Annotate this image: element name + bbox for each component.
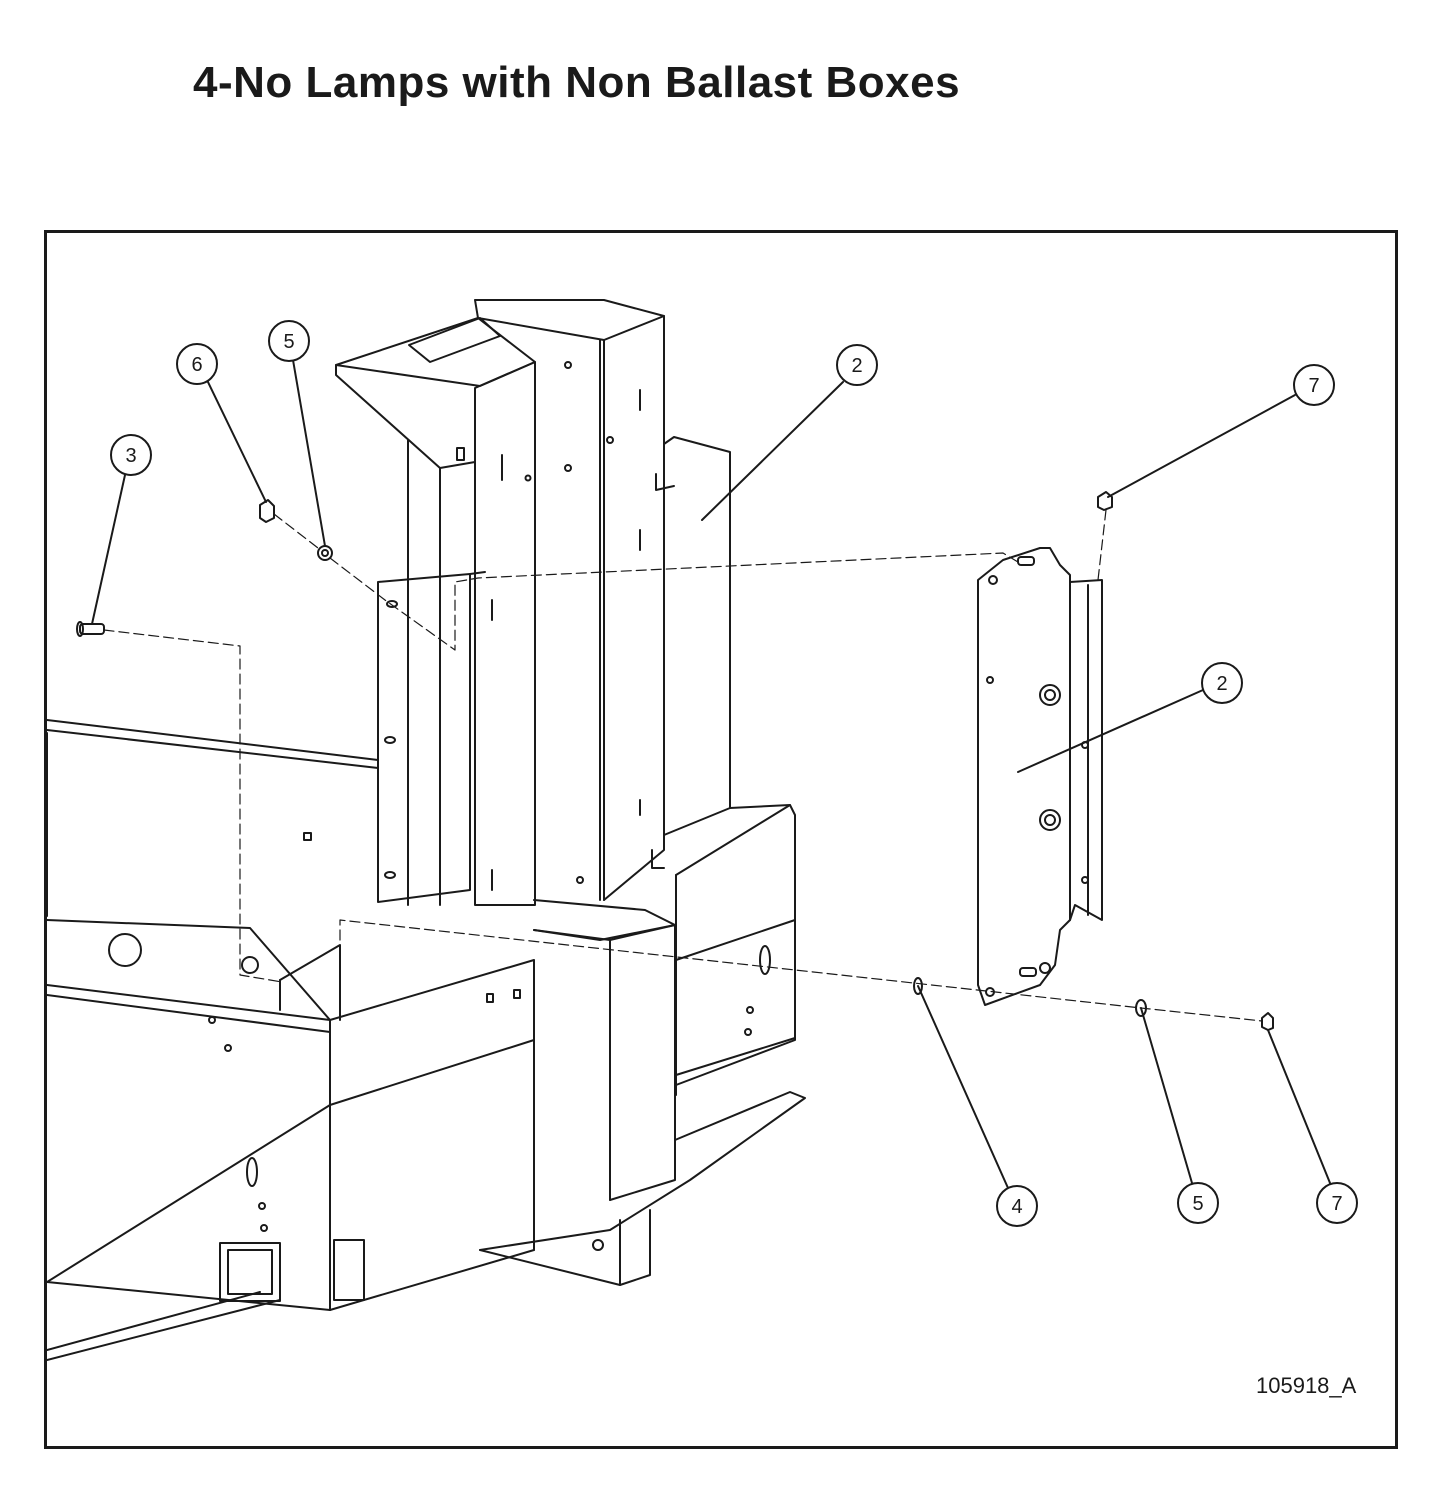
callout-2-top: 2 — [836, 344, 878, 386]
callout-label: 5 — [283, 331, 294, 353]
page-title: 4-No Lamps with Non Ballast Boxes — [193, 58, 961, 107]
callout-label: 3 — [125, 445, 136, 467]
leader-lines — [91, 359, 1331, 1189]
callout-label: 2 — [851, 355, 862, 377]
base-frame — [47, 804, 806, 1361]
callout-label: 2 — [1216, 673, 1227, 695]
drawing-number: 105918_A — [1256, 1373, 1357, 1398]
callout-5-top: 5 — [268, 320, 310, 362]
lamp-mounting-plate — [977, 547, 1103, 1006]
callout-label: 7 — [1331, 1193, 1342, 1215]
callout-label: 7 — [1308, 375, 1319, 397]
callout-label: 5 — [1192, 1193, 1203, 1215]
assembly-lines — [103, 509, 1263, 1022]
cover-panel-top — [651, 436, 731, 869]
angle-bracket — [377, 571, 486, 903]
back-frame-rail — [47, 719, 379, 917]
callout-7-bottom: 7 — [1316, 1182, 1358, 1224]
drawing-frame — [44, 230, 1398, 1449]
callout-5-bottom: 5 — [1177, 1182, 1219, 1224]
callout-balloons: 6 5 2 7 3 2 4 5 — [110, 320, 1358, 1227]
callout-4: 4 — [996, 1185, 1038, 1227]
callout-6: 6 — [176, 343, 218, 385]
column-assembly — [335, 299, 665, 906]
callout-7-top: 7 — [1293, 364, 1335, 406]
callout-label: 6 — [191, 354, 202, 376]
callout-label: 4 — [1011, 1196, 1022, 1218]
callout-2-right: 2 — [1201, 662, 1243, 704]
callout-3: 3 — [110, 434, 152, 476]
